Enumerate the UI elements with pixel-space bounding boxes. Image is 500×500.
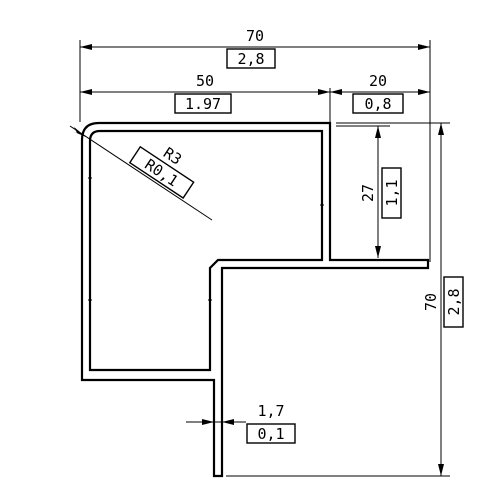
profile-outer-contour — [80, 121, 430, 478]
svg-text:2,8: 2,8 — [445, 288, 463, 315]
dim-thickness-value: 1,7 — [257, 402, 284, 420]
dim-overall-height: 70 2,8 — [226, 122, 464, 477]
profile-detail-ticks — [88, 177, 324, 301]
dim-right-width-bracket: 0,8 — [352, 93, 404, 114]
svg-text:0,1: 0,1 — [257, 425, 284, 443]
dim-right-width-value: 20 — [369, 72, 387, 90]
profile-inner-contour — [88, 129, 324, 372]
dim-right-width: 20 0,8 — [330, 72, 430, 114]
profile-outline — [80, 121, 430, 478]
dim-thickness: 1,7 0,1 — [186, 402, 296, 444]
svg-text:0,8: 0,8 — [364, 95, 391, 113]
dim-inner-width: 50 1.97 — [80, 72, 331, 122]
dim-inner-width-bracket: 1.97 — [174, 93, 232, 114]
dim-overall-height-value: 70 — [422, 293, 440, 311]
dim-right-height: 27 1,1 — [336, 125, 402, 258]
dim-overall-width-bracket: 2,8 — [226, 48, 276, 69]
dim-overall-width-value: 70 — [246, 27, 264, 45]
svg-text:1,1: 1,1 — [383, 179, 401, 206]
dim-radius: R3 R0,1 — [69, 125, 213, 221]
dim-thickness-bracket: 0,1 — [246, 423, 296, 444]
dim-overall-height-bracket: 2,8 — [443, 276, 464, 328]
dim-right-height-bracket: 1,1 — [381, 167, 402, 219]
svg-text:1.97: 1.97 — [185, 95, 221, 113]
dim-inner-width-value: 50 — [196, 72, 214, 90]
dim-right-height-value: 27 — [359, 184, 377, 202]
dim-overall-width: 70 2,8 — [79, 27, 431, 262]
svg-text:2,8: 2,8 — [237, 50, 264, 68]
